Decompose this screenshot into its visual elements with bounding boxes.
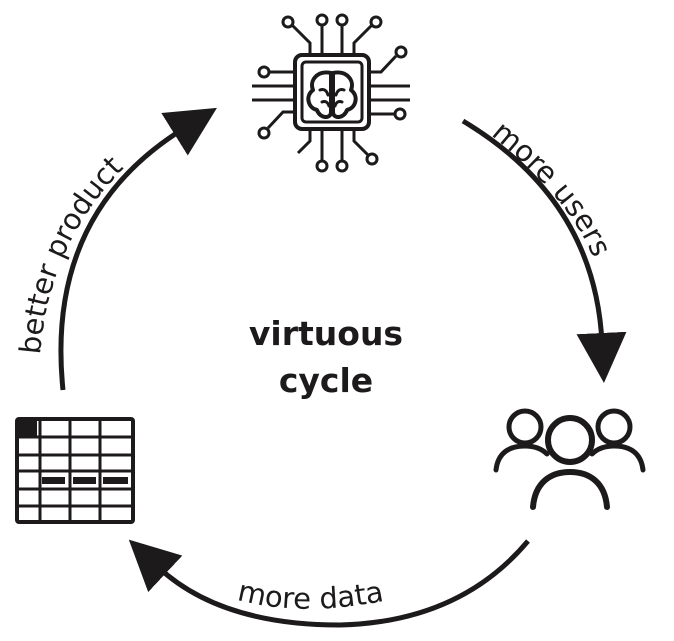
arrow-data-to-ai [58,107,217,391]
center-title-line1: virtuous [249,314,403,353]
arrow-ai-to-users [461,118,627,383]
ai-chip-brain-icon [252,13,410,173]
edge-label-more-users: more users [486,114,618,261]
data-table-icon [15,417,135,524]
edge-label-better-product: better product [13,149,129,355]
center-title-line2: cycle [279,361,373,400]
edge-label-more-data: more data [235,574,386,616]
users-group-icon [493,408,646,510]
arrow-users-to-data [128,539,530,628]
